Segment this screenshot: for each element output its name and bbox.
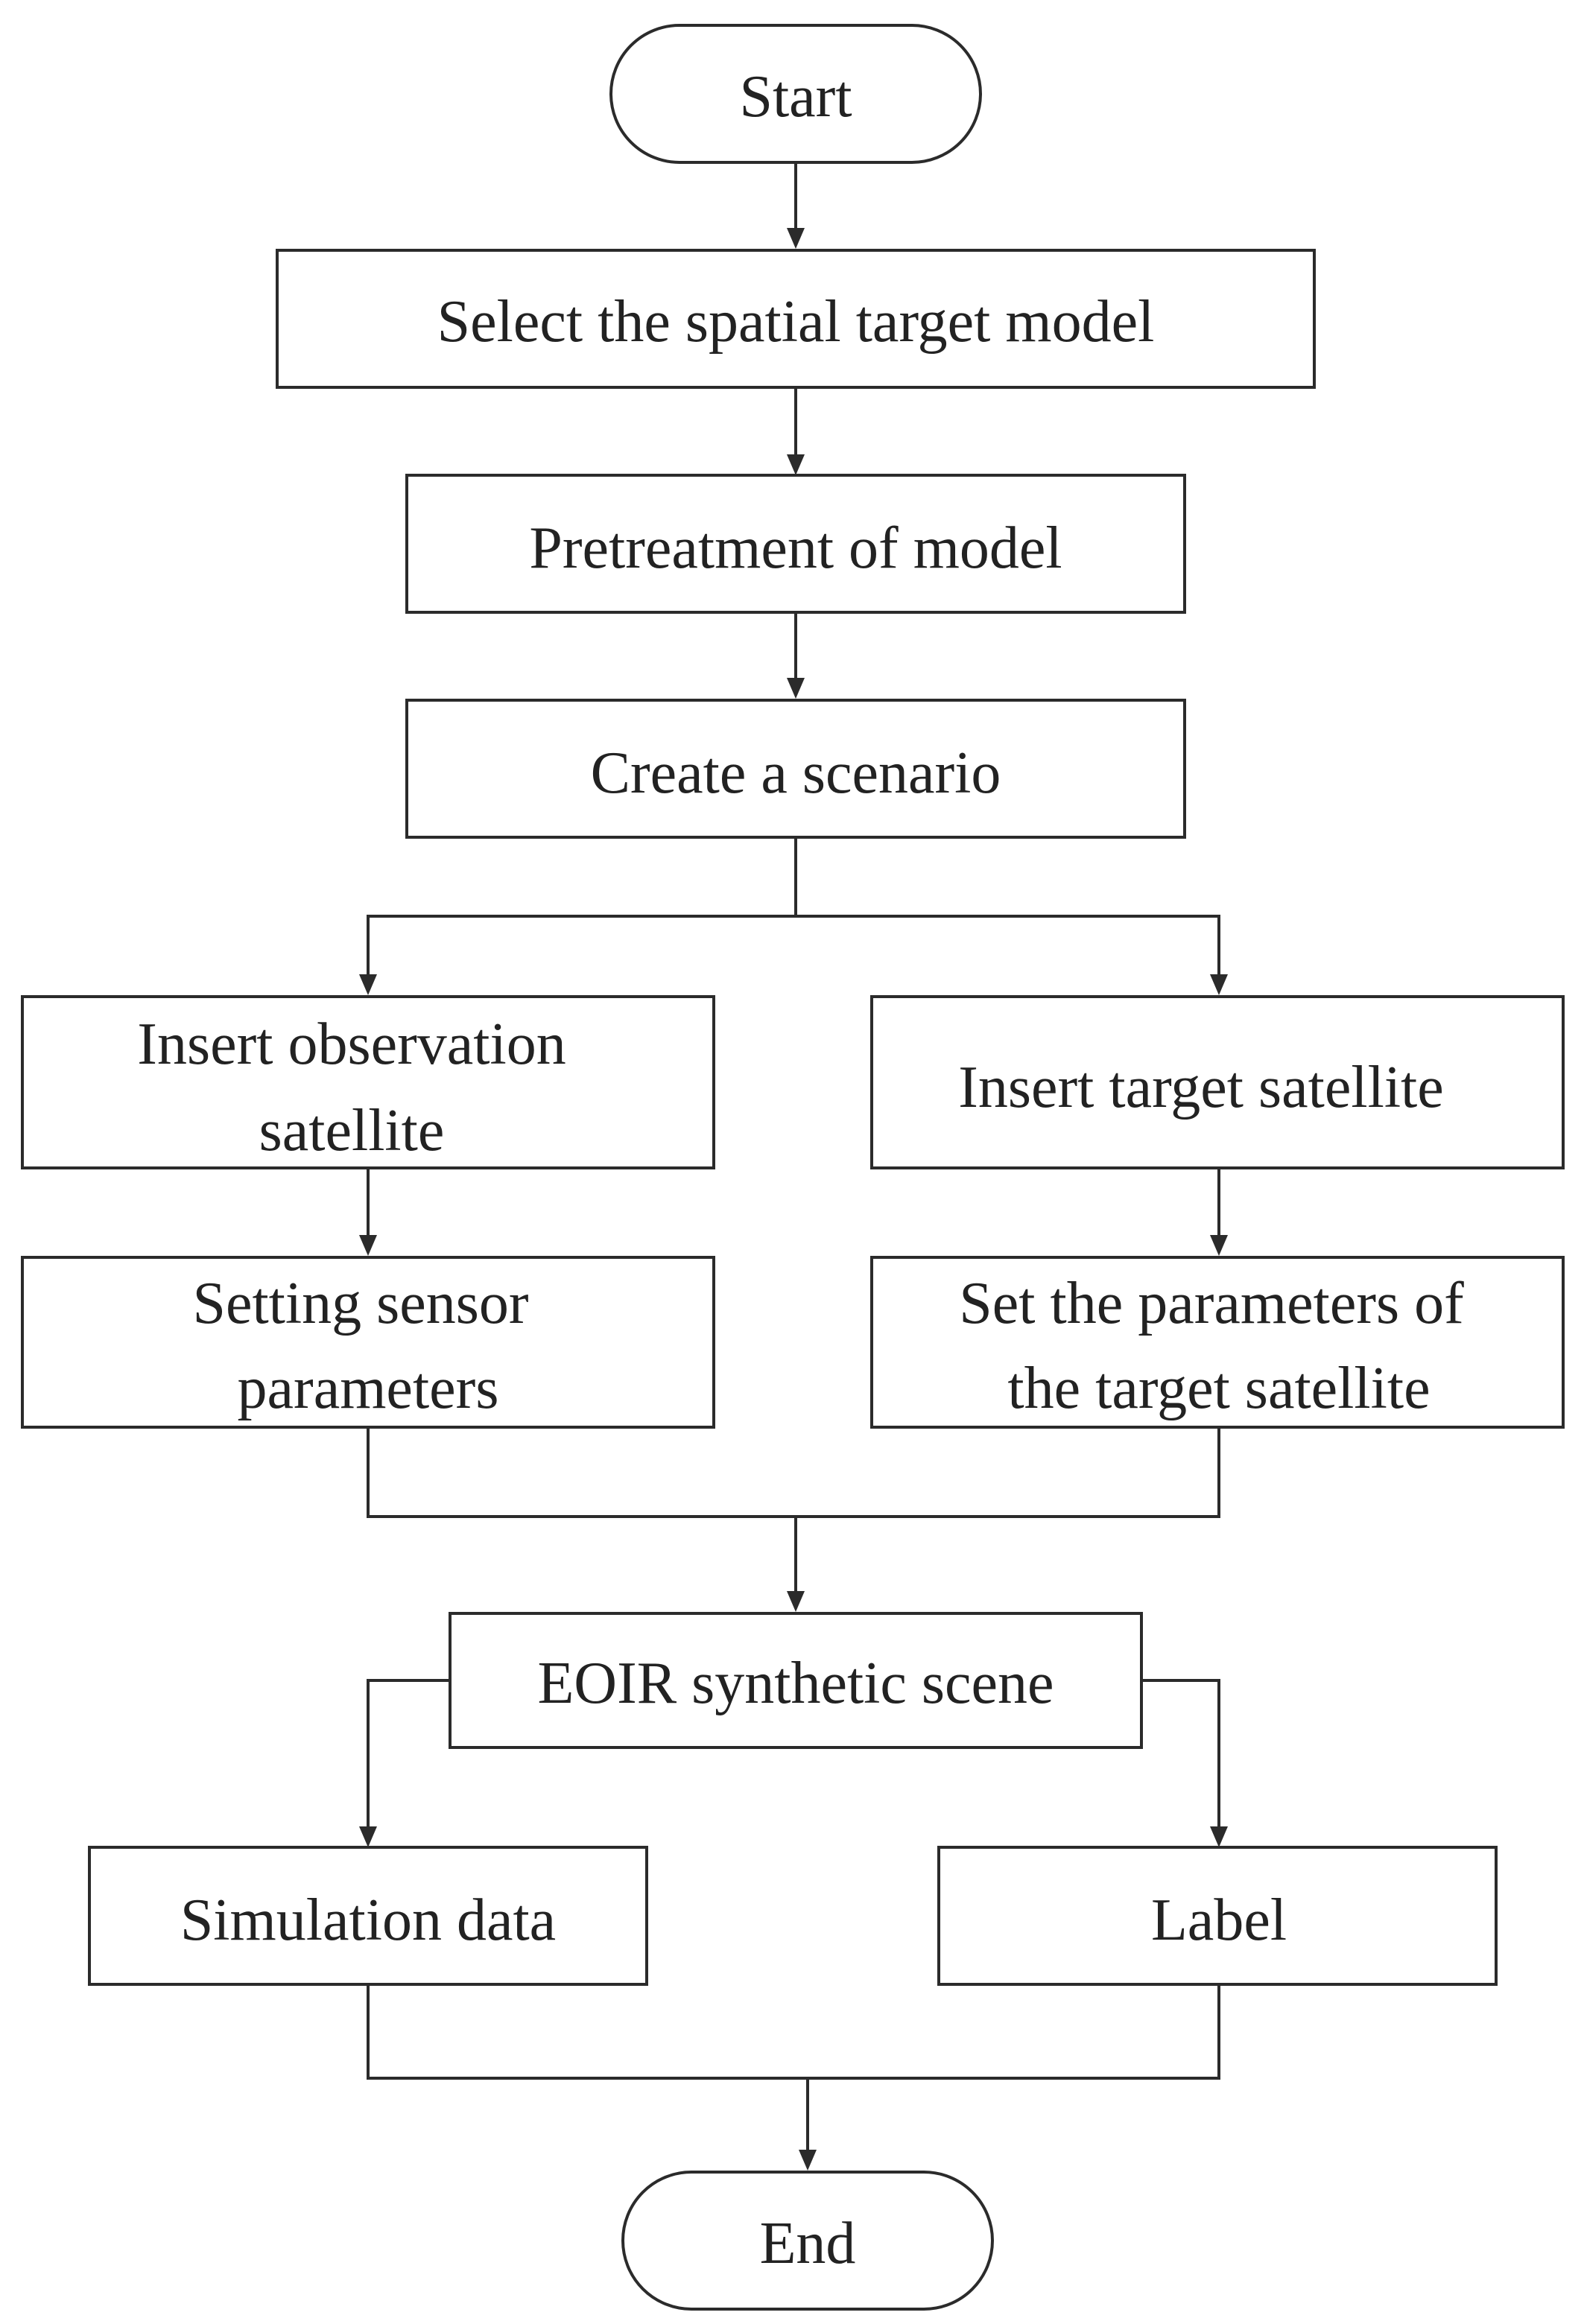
arrowhead-create <box>787 678 805 699</box>
node-select-model-label: Select the spatial target model <box>437 289 1155 355</box>
node-insert-observation-line-2: satellite <box>259 1098 445 1163</box>
connector-outputs-merge <box>367 1984 1220 2080</box>
arrowhead-setting-sensor <box>359 1235 377 1256</box>
node-set-target-params-line-2: the target satellite <box>1007 1356 1430 1421</box>
node-create-scenario: Create a scenario <box>405 699 1186 839</box>
connector-eoir-to-simulation <box>367 1679 450 1834</box>
node-end-label: End <box>760 2211 856 2276</box>
node-pretreatment: Pretreatment of model <box>405 474 1186 614</box>
connector-eoir-to-label <box>1141 1679 1220 1834</box>
arrowhead-label <box>1210 1826 1228 1847</box>
node-insert-observation-line-1: Insert observation <box>137 1012 566 1077</box>
node-simulation-data-label: Simulation data <box>180 1888 556 1953</box>
connector-split-to-observation <box>367 915 796 982</box>
arrowhead-pretreatment <box>787 454 805 475</box>
node-select-model: Select the spatial target model <box>276 249 1316 389</box>
node-simulation-data: Simulation data <box>88 1846 648 1986</box>
node-setting-sensor: Setting sensor parameters <box>21 1256 715 1429</box>
node-eoir-scene-label: EOIR synthetic scene <box>537 1651 1054 1716</box>
node-set-target-params: Set the parameters of the target satelli… <box>870 1256 1565 1429</box>
arrowhead-insert-observation <box>359 974 377 995</box>
node-insert-target: Insert target satellite <box>870 995 1565 1169</box>
connector-sensor-to-merge <box>367 1427 1220 1518</box>
arrowhead-set-target-params <box>1210 1235 1228 1256</box>
node-eoir-scene: EOIR synthetic scene <box>449 1612 1143 1749</box>
connector-split-to-target <box>796 915 1220 982</box>
node-end: End <box>621 2171 994 2311</box>
node-label: Label <box>937 1846 1498 1986</box>
node-create-scenario-label: Create a scenario <box>591 740 1001 806</box>
node-setting-sensor-line-1: Setting sensor <box>192 1271 528 1336</box>
arrowhead-simulation <box>359 1826 377 1847</box>
node-set-target-params-line-1: Set the parameters of <box>959 1271 1464 1336</box>
node-setting-sensor-line-2: parameters <box>238 1356 499 1421</box>
arrowhead-end <box>799 2150 817 2171</box>
node-start: Start <box>609 24 982 164</box>
node-start-label: Start <box>739 64 852 130</box>
arrowhead-insert-target <box>1210 974 1228 995</box>
node-insert-observation: Insert observation satellite <box>21 995 715 1169</box>
arrowhead-select <box>787 228 805 249</box>
node-label-label: Label <box>1151 1888 1287 1953</box>
node-insert-target-label: Insert target satellite <box>958 1055 1444 1120</box>
node-pretreatment-label: Pretreatment of model <box>529 515 1062 581</box>
connectors <box>359 162 1228 2171</box>
arrowhead-eoir <box>787 1591 805 1612</box>
